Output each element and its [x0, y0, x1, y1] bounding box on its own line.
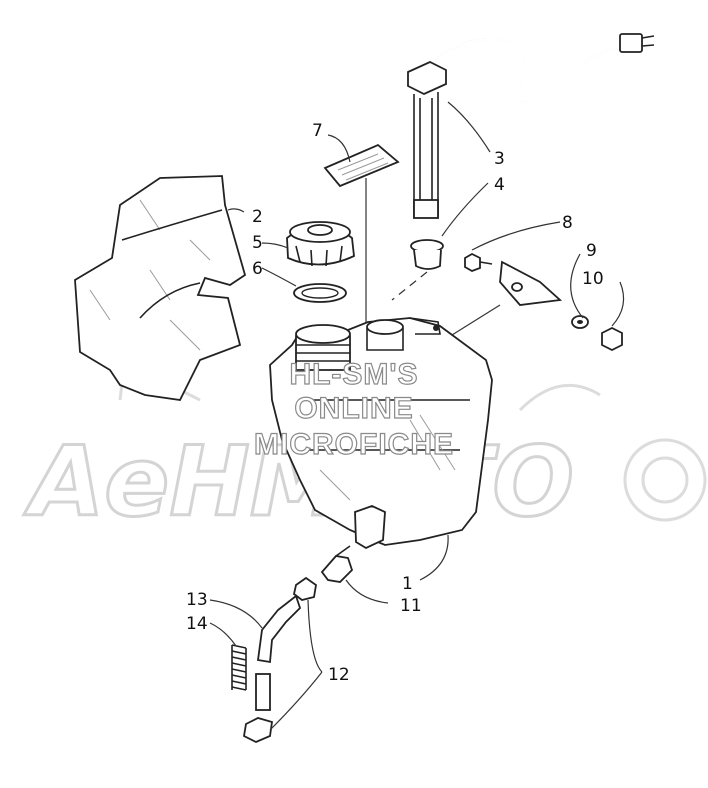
- callout-9: 9: [586, 241, 597, 261]
- outlet-fitting: [320, 545, 354, 583]
- watermark-line-3: MICROFICHE: [254, 428, 454, 461]
- oil-level-sensor: [407, 33, 655, 219]
- callout-3: 3: [494, 149, 505, 169]
- oil-tank: [269, 317, 493, 550]
- tank-cover-shield: [74, 175, 247, 401]
- callout-5: 5: [252, 233, 263, 253]
- callout-4: 4: [494, 175, 505, 195]
- callout-11: 11: [400, 596, 422, 616]
- oil-tank-cap: [286, 221, 355, 267]
- callout-8: 8: [562, 213, 573, 233]
- callout-7: 7: [312, 121, 323, 141]
- cap-gasket: [293, 283, 347, 303]
- callout-labels: 1 2 3 4 5 6 7 8 9 10 11 12 13 14: [186, 121, 604, 685]
- watermark-text: HL-SM'S ONLINE MICROFICHE: [253, 357, 454, 461]
- callout-2: 2: [252, 207, 263, 227]
- watermark-line-2: ONLINE: [294, 392, 413, 425]
- callout-14: 14: [186, 614, 208, 634]
- callout-12: 12: [328, 665, 350, 685]
- hex-nut: [601, 326, 623, 352]
- leader-lines: [209, 101, 625, 731]
- watermark-line-1: HL-SM'S: [289, 358, 418, 391]
- hose-clamps: [243, 576, 317, 743]
- warning-label: [323, 143, 400, 188]
- callout-10: 10: [582, 269, 604, 289]
- callout-1: 1: [402, 574, 413, 594]
- sensor-grommet: [410, 239, 444, 270]
- hose-spring: [231, 644, 247, 691]
- oil-hose: [255, 594, 302, 711]
- callout-6: 6: [252, 259, 263, 279]
- callout-13: 13: [186, 590, 208, 610]
- mounting-hardware: [464, 252, 563, 306]
